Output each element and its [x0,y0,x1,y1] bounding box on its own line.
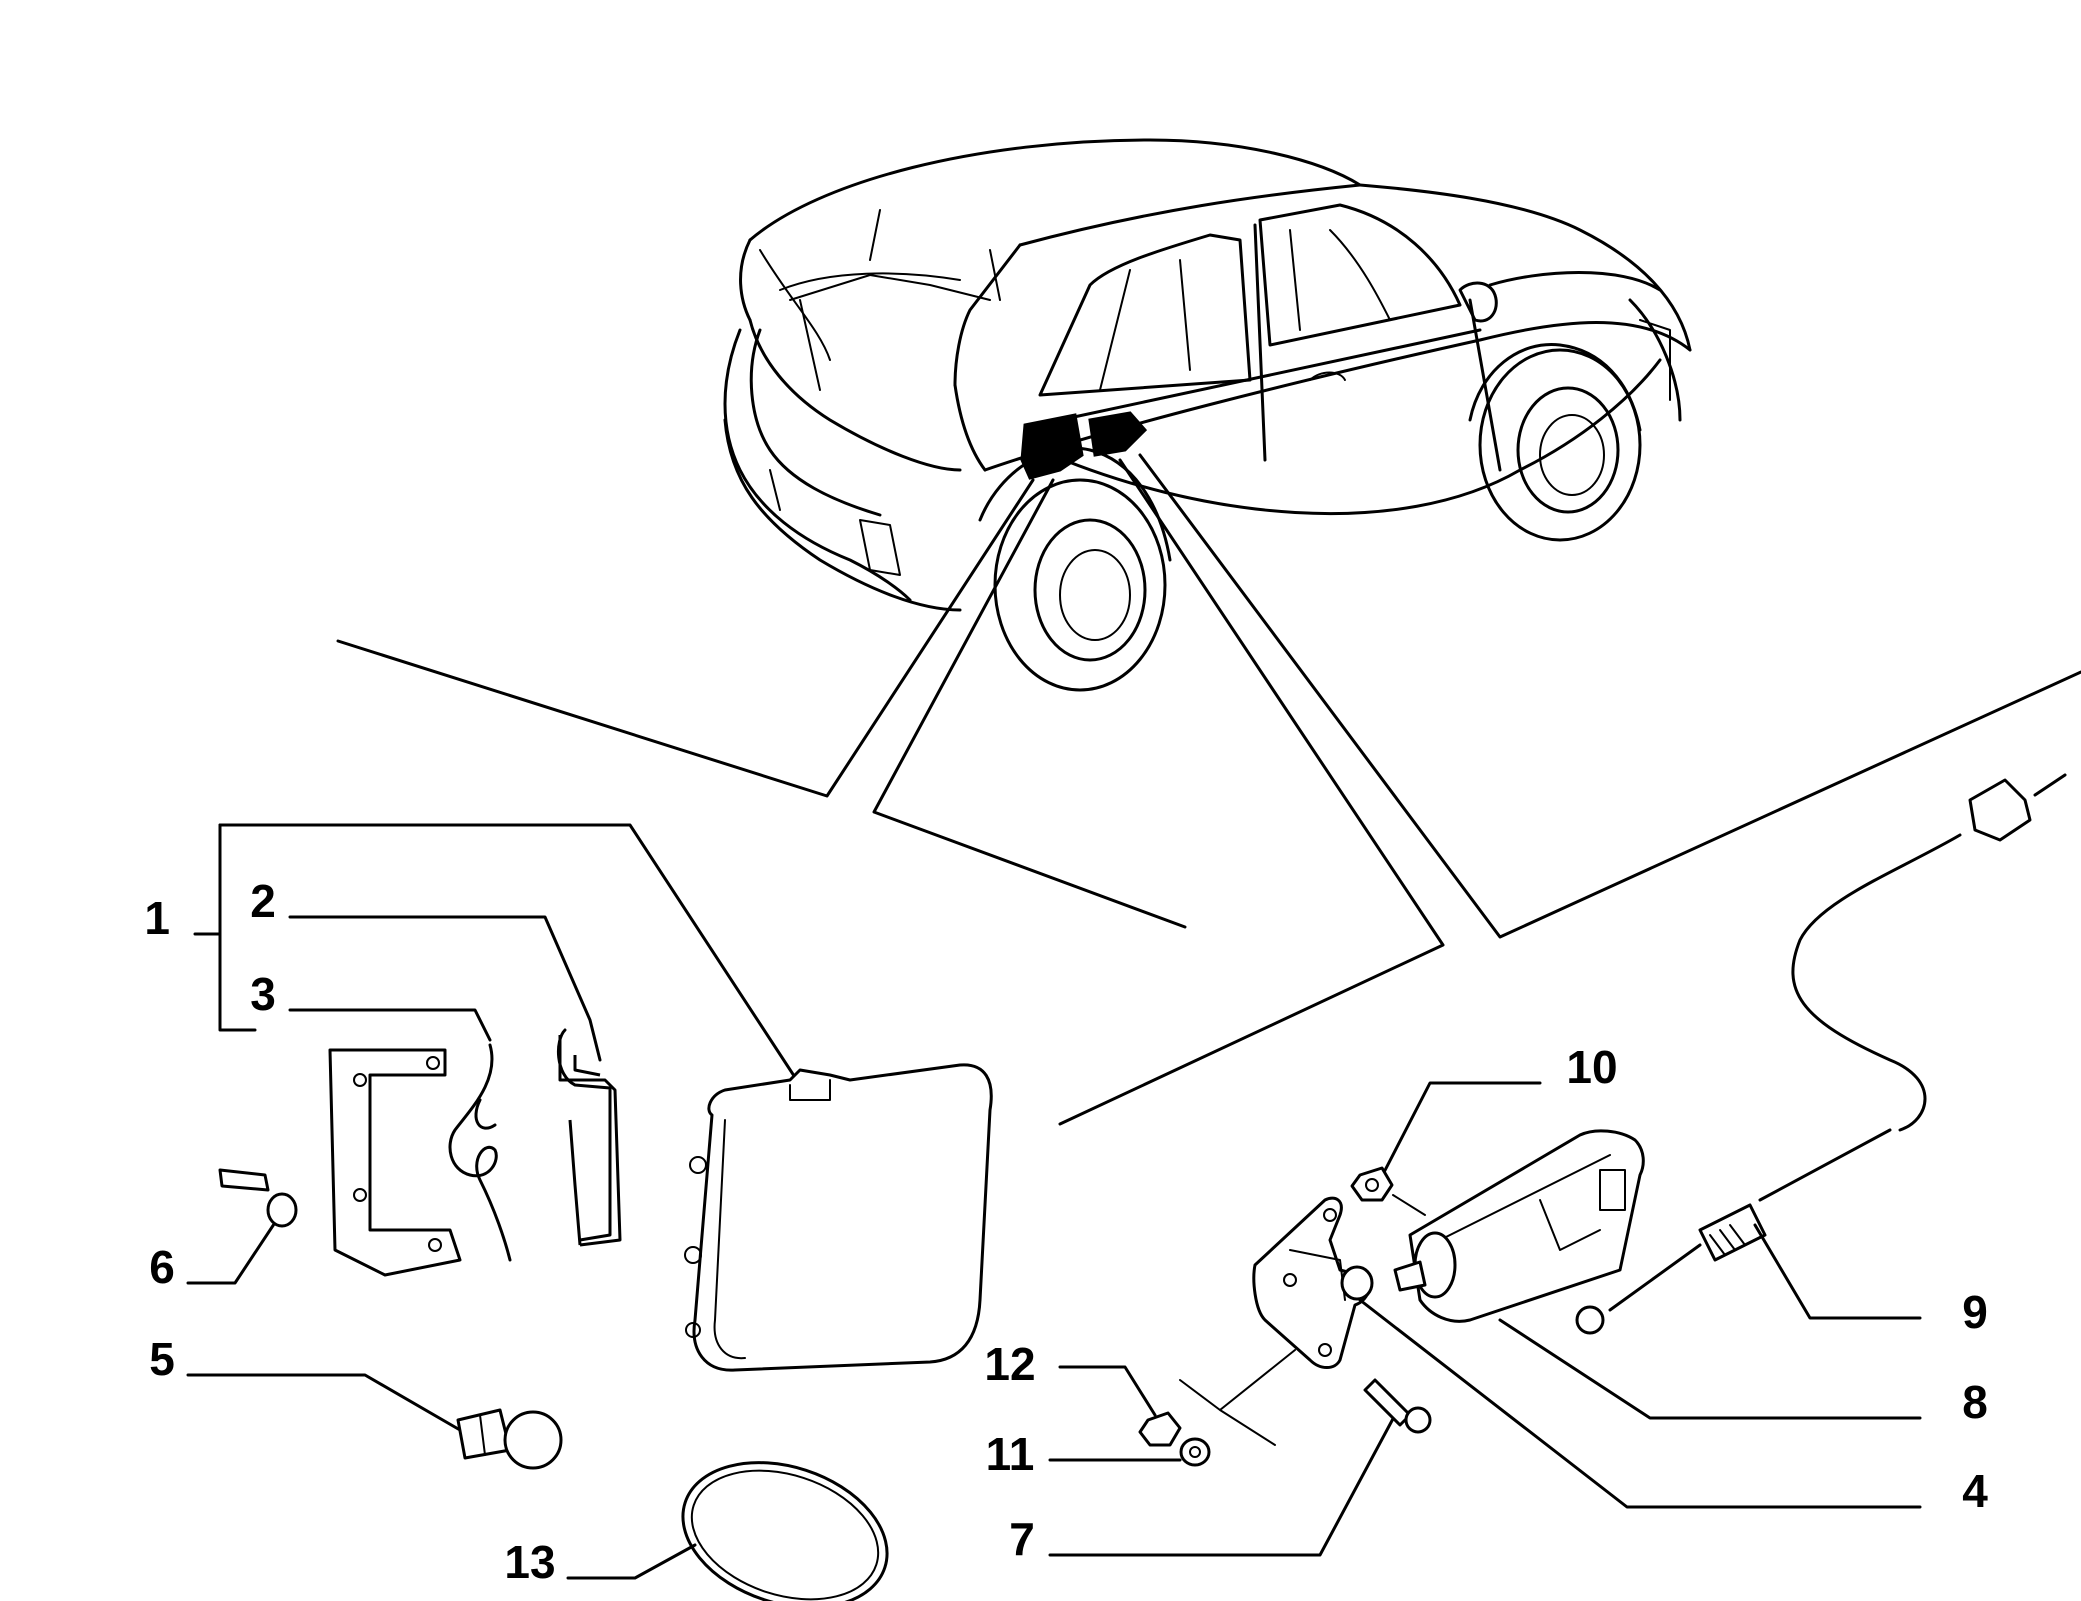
fuel-neck-highlight [1088,411,1148,457]
part-7-screw [1048,1378,1432,1557]
part-11-washer [1048,1437,1211,1467]
part-3-hinge-bracket [288,1008,512,1277]
car-illustration [723,138,1692,692]
callout-6: 6 [149,1241,175,1293]
fuel-flap-highlight [1020,413,1084,480]
part-4-actuator-bracket [1179,1196,1922,1509]
part-1-bracket-group [193,823,802,1087]
callout-10: 10 [1566,1041,1617,1093]
part-8-actuator [1393,1129,1922,1420]
callout-8: 8 [1962,1376,1988,1428]
callout-labels: 1 2 3 4 5 6 7 8 9 10 11 12 13 [144,875,1988,1588]
projection-lines [336,453,2081,1126]
callout-13: 13 [504,1536,555,1588]
callout-5: 5 [149,1333,175,1385]
part-5-grommet [186,1373,563,1470]
part-6-screw [186,1168,298,1285]
part-12-nut [1058,1365,1182,1447]
callout-11: 11 [986,1428,1035,1480]
callout-1: 1 [144,892,170,944]
part-2-spring-wire [288,915,622,1247]
part-10-nut [1350,1081,1542,1216]
callout-7: 7 [1009,1513,1035,1565]
fuel-flap [684,1063,993,1372]
callout-9: 9 [1962,1286,1988,1338]
callout-2: 2 [250,875,276,927]
callout-12: 12 [984,1338,1035,1390]
part-9-cable [1575,773,2067,1335]
callout-4: 4 [1962,1465,1988,1517]
callout-3: 3 [250,968,276,1020]
part-13-gasket [566,1461,889,1601]
